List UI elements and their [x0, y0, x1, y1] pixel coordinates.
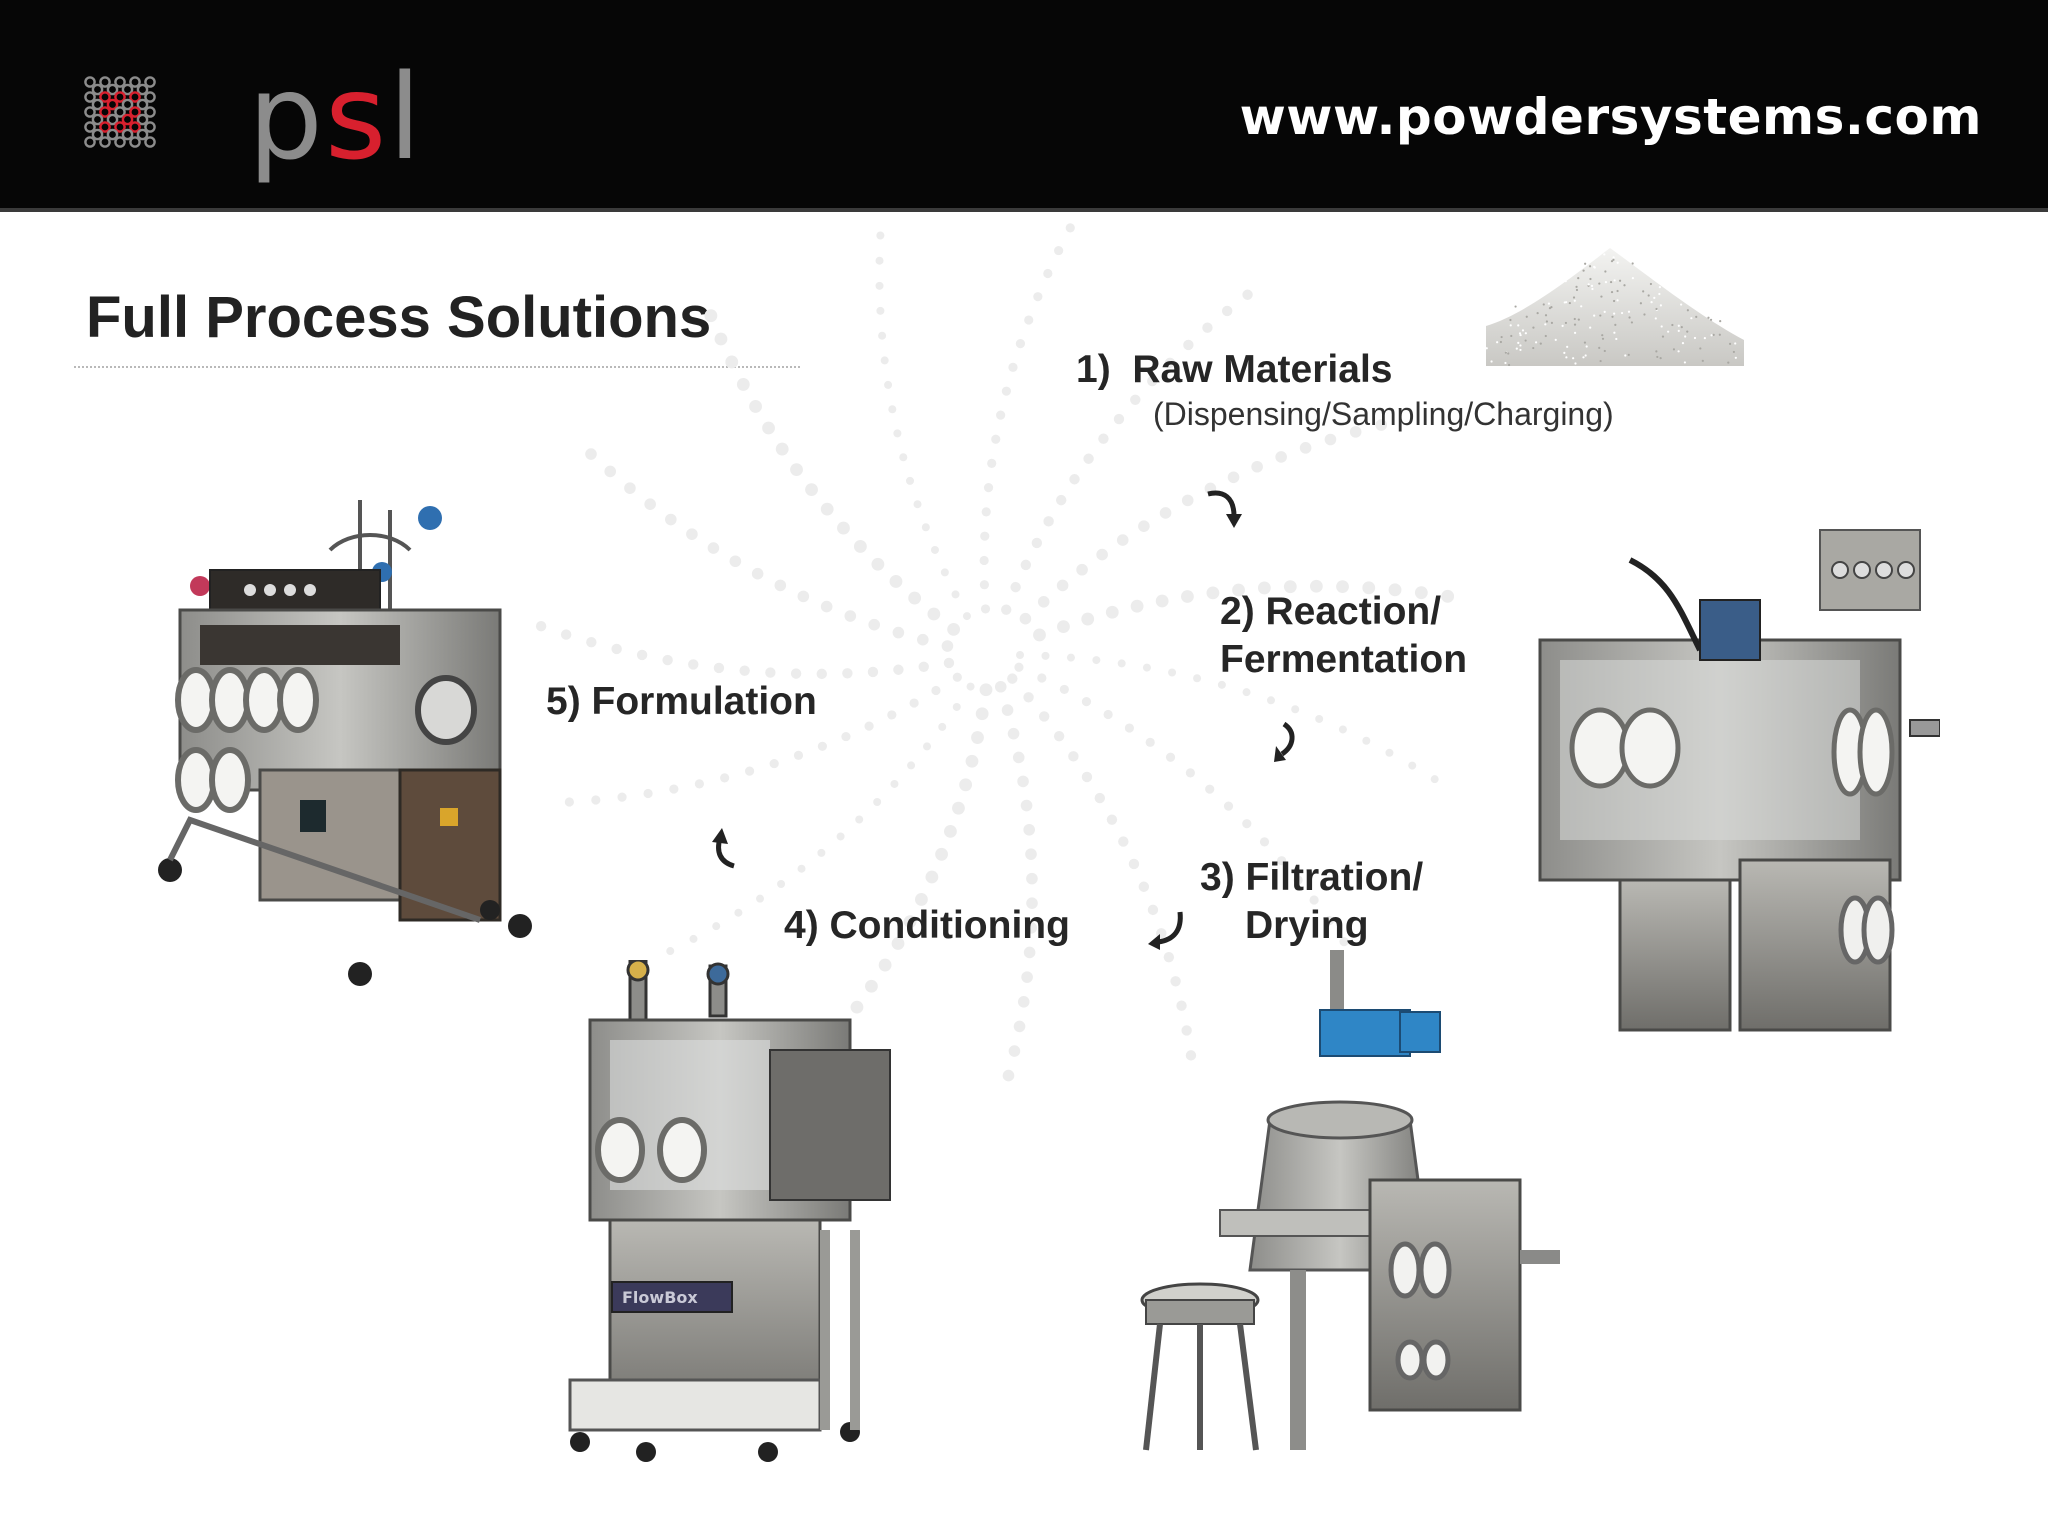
step-5-label: 5) Formulation	[546, 680, 817, 723]
website-url[interactable]: www.powdersystems.com	[1239, 88, 1982, 146]
flow-arrow-3-to-4-icon	[1148, 911, 1183, 950]
step-2-line-2: Fermentation	[1220, 638, 1468, 681]
flow-arrow-1-to-2-icon	[1207, 490, 1242, 528]
step-2-line-1: 2) Reaction/	[1220, 590, 1442, 633]
psl-logo-mark-icon	[84, 76, 156, 148]
step-3-label: 3) Filtration/ Drying	[1200, 854, 1423, 950]
step-4-label: 4) Conditioning	[784, 904, 1070, 947]
psl-logo[interactable]: psl	[60, 40, 421, 180]
step-1-subtitle: (Dispensing/Sampling/Charging)	[1153, 396, 1614, 432]
flowbox-brand-label: FlowBox	[622, 1288, 698, 1307]
flow-arrow-4-to-5-icon	[712, 828, 735, 869]
filter-dryer-image	[1140, 950, 1560, 1451]
formulation-glovebox-image	[158, 500, 532, 986]
title-divider	[74, 366, 800, 368]
step-1-number: 1)	[1076, 348, 1111, 391]
page-title: Full Process Solutions	[86, 285, 712, 350]
psl-logo-wordmark: psl	[248, 48, 424, 186]
reaction-isolator-image	[1538, 529, 1940, 1032]
step-2-label: 2) Reaction/ Fermentation	[1220, 588, 1467, 684]
step-3-line-2: Drying	[1245, 904, 1369, 947]
decorative-dot-spiral	[535, 223, 1455, 1082]
step-1-title: Raw Materials	[1132, 348, 1393, 391]
header-bar: psl www.powdersystems.com	[0, 0, 2048, 212]
powder-image	[1486, 244, 1744, 366]
flow-arrow-2-to-3-icon	[1274, 721, 1295, 762]
flowbox-conditioning-image: FlowBox	[568, 960, 891, 1462]
step-1-label: 1) Raw Materials	[1076, 346, 1392, 394]
step-3-line-1: 3) Filtration/	[1200, 856, 1424, 899]
